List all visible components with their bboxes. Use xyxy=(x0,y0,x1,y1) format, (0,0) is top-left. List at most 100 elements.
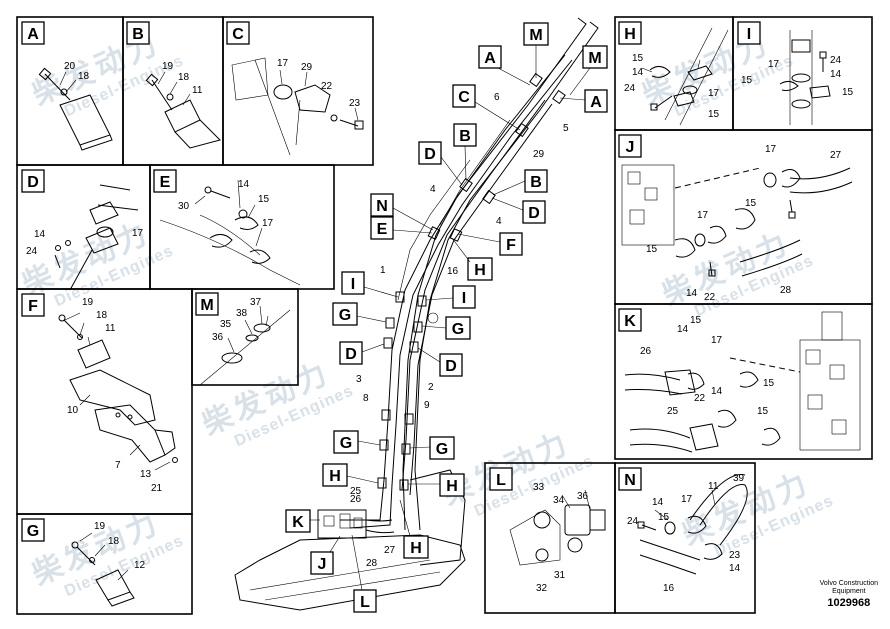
svg-text:J: J xyxy=(626,139,635,156)
part-number: 11 xyxy=(105,323,116,334)
svg-text:28: 28 xyxy=(366,558,378,569)
panel-m-frame xyxy=(191,288,299,386)
drawing-footer: Volvo Construction Equipment 1029968 xyxy=(820,580,878,609)
svg-text:1: 1 xyxy=(380,265,386,276)
panel-m-label: M xyxy=(195,292,219,316)
svg-text:D: D xyxy=(528,205,540,222)
callout-h: H xyxy=(467,257,493,281)
callout-i: I xyxy=(341,271,365,295)
panel-f-label: F xyxy=(21,293,45,317)
part-number: 17 xyxy=(262,218,274,229)
panel-d-label: D xyxy=(21,169,45,193)
company-subtitle: Equipment xyxy=(832,588,866,595)
svg-text:L: L xyxy=(360,594,370,611)
panel-n-frame xyxy=(614,462,756,614)
part-number: 14 xyxy=(711,386,723,397)
part-number: 22 xyxy=(694,393,706,404)
part-number: 17 xyxy=(132,228,144,239)
panel-j-drawing xyxy=(621,164,853,277)
svg-text:I: I xyxy=(351,276,355,293)
svg-text:B: B xyxy=(530,174,542,191)
panel-a-label: A xyxy=(21,21,45,45)
svg-text:E: E xyxy=(160,174,171,191)
part-number: 38 xyxy=(236,308,248,319)
part-number: 14 xyxy=(677,324,689,335)
svg-text:3: 3 xyxy=(356,374,362,385)
part-number: 15 xyxy=(763,378,775,389)
part-number: 16 xyxy=(663,583,675,594)
svg-text:8: 8 xyxy=(363,393,369,404)
svg-text:2: 2 xyxy=(428,382,434,393)
panel-h-label: H xyxy=(618,21,642,45)
part-number: 18 xyxy=(78,71,90,82)
part-number: 10 xyxy=(67,405,79,416)
part-number: 18 xyxy=(178,72,190,83)
callout-d: D xyxy=(439,353,463,377)
part-number: 17 xyxy=(708,88,720,99)
part-number: 17 xyxy=(277,58,289,69)
panel-l-label: L xyxy=(489,467,513,491)
part-number: 14 xyxy=(830,69,842,80)
svg-text:D: D xyxy=(424,146,436,163)
part-number: 25 xyxy=(350,486,362,497)
callout-f: F xyxy=(499,232,523,256)
part-number: 11 xyxy=(708,481,719,492)
part-number: 15 xyxy=(646,244,658,255)
callout-n: N xyxy=(370,193,394,217)
svg-text:G: G xyxy=(452,321,464,338)
svg-text:A: A xyxy=(590,94,602,111)
callout-c: C xyxy=(452,84,476,108)
callout-d: D xyxy=(522,200,546,224)
svg-text:C: C xyxy=(458,89,470,106)
panel-f-drawing xyxy=(58,312,178,471)
part-number: 18 xyxy=(96,310,108,321)
panel-g-drawing xyxy=(71,532,135,607)
part-number: 19 xyxy=(162,61,174,72)
part-number: 17 xyxy=(765,144,777,155)
boom-drawing xyxy=(234,17,599,611)
panel-j-label: J xyxy=(618,134,642,158)
callout-a: A xyxy=(478,45,502,69)
part-number: 11 xyxy=(192,85,203,96)
svg-text:29: 29 xyxy=(533,149,545,160)
part-number: 17 xyxy=(768,59,780,70)
part-number: 36 xyxy=(212,332,224,343)
svg-text:G: G xyxy=(339,307,351,324)
part-number: 14 xyxy=(34,229,46,240)
svg-text:I: I xyxy=(747,26,751,43)
part-number: 15 xyxy=(741,75,753,86)
svg-text:D: D xyxy=(345,346,357,363)
svg-text:4: 4 xyxy=(496,216,502,227)
callout-m: M xyxy=(582,45,608,69)
callout-g: G xyxy=(429,436,455,460)
part-number: 17 xyxy=(697,210,709,221)
part-number: 19 xyxy=(82,297,94,308)
svg-text:5: 5 xyxy=(563,123,569,134)
part-number: 24 xyxy=(26,246,38,257)
part-number: 13 xyxy=(140,469,152,480)
part-number: 15 xyxy=(842,87,854,98)
callout-d: D xyxy=(339,341,363,365)
callout-e: E xyxy=(370,216,394,240)
part-number: 34 xyxy=(553,495,565,506)
svg-text:B: B xyxy=(459,128,471,145)
svg-text:N: N xyxy=(376,198,388,215)
part-number: 23 xyxy=(349,98,361,109)
callout-m: M xyxy=(523,22,549,46)
part-number: 21 xyxy=(151,483,163,494)
svg-text:F: F xyxy=(28,298,38,315)
panel-n-drawing xyxy=(637,474,748,575)
part-number: 7 xyxy=(115,460,121,471)
callout-h: H xyxy=(439,473,465,497)
part-number: 30 xyxy=(178,201,190,212)
part-number: 31 xyxy=(554,570,566,581)
svg-text:D: D xyxy=(27,174,39,191)
part-number: 39 xyxy=(733,473,745,484)
svg-text:6: 6 xyxy=(494,92,500,103)
panel-e-label: E xyxy=(153,169,177,193)
callout-b: B xyxy=(524,169,548,193)
panel-n-label: N xyxy=(618,467,642,491)
panel-e-drawing xyxy=(159,179,301,286)
svg-text:H: H xyxy=(329,468,341,485)
